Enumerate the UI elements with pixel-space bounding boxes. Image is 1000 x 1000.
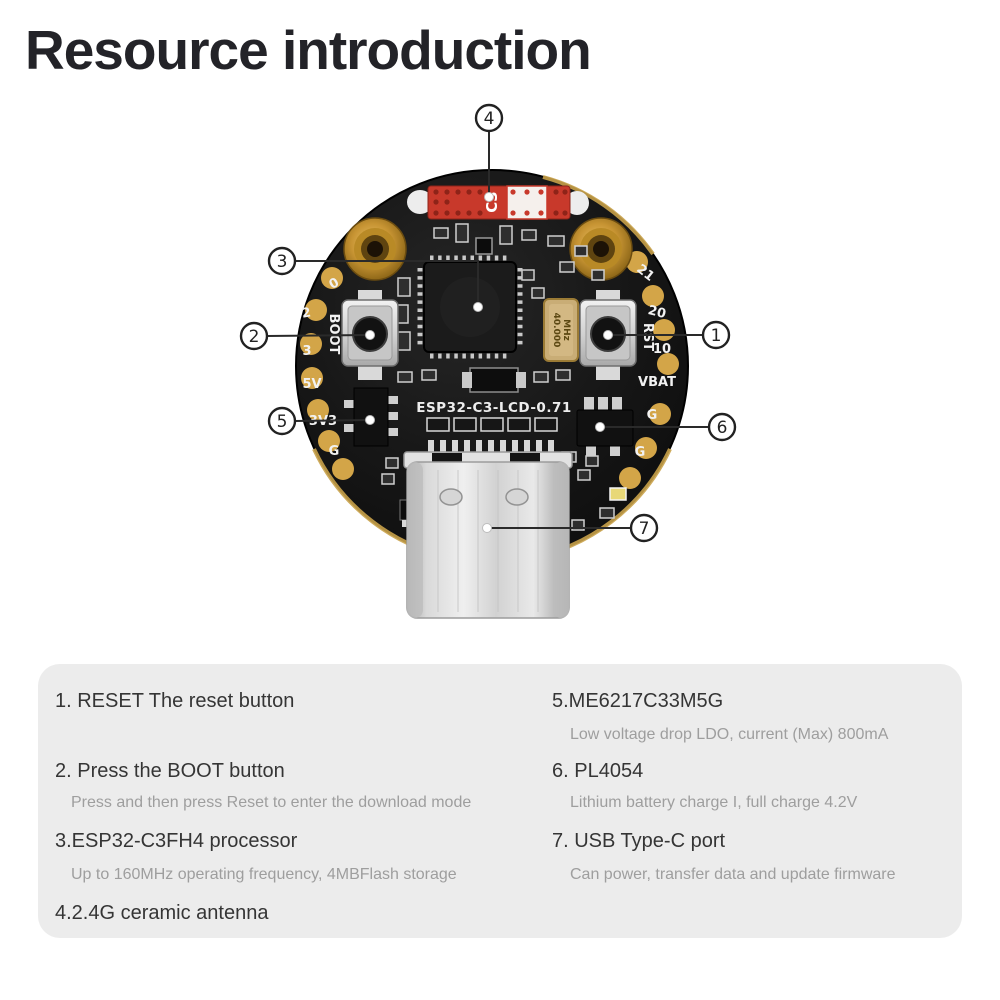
callout-1-circle: [701, 320, 731, 350]
legend-item-4-title: 4.2.4G ceramic antenna: [55, 902, 269, 924]
pin-label-rst: RST: [640, 323, 655, 351]
callout-3-circle: [267, 246, 297, 276]
pin-label-boot: BOOT: [326, 314, 341, 355]
callout-1: 1: [603, 320, 731, 350]
chip-pads: [417, 255, 523, 359]
mounting-hole-right: [569, 217, 633, 281]
silkscreen-text: ESP32-C3-LCD-0.71: [416, 400, 572, 416]
smd-components: [381, 223, 627, 531]
legend-item-5-title: 5.ME6217C33M5G: [552, 690, 724, 712]
callout-5-number: 5: [277, 412, 288, 432]
callout-4-circle: [474, 103, 504, 133]
callout-2: 2: [239, 321, 375, 351]
callout-7-number: 7: [639, 519, 650, 539]
esp32-chip: [417, 255, 523, 359]
callout-2-circle: [239, 321, 269, 351]
usb-connector: [403, 451, 573, 619]
pin-label-10: 10: [653, 342, 671, 357]
pin-label-3: 3: [302, 344, 311, 359]
callout-4-number: 4: [484, 109, 495, 129]
pin-label-g-right1: G: [647, 408, 658, 423]
legend-item-7-title: 7. USB Type-C port: [552, 830, 726, 852]
pin-label-vbat: VBAT: [638, 375, 676, 390]
callout-6-circle: [707, 412, 737, 442]
crystal-oscillator: 40.000 MHz: [543, 298, 579, 362]
callout-6: 6: [595, 412, 737, 442]
callout-5-circle: [267, 406, 297, 436]
legend-panel: 1. RESET The reset button 2. Press the B…: [38, 664, 962, 938]
callout-6-number: 6: [717, 418, 728, 438]
callout-4: 4: [474, 103, 504, 202]
legend-item-1-title: 1. RESET The reset button: [55, 690, 295, 712]
crystal-marking-freq: 40.000: [551, 313, 561, 348]
legend-item-6-title: 6. PL4054: [552, 760, 644, 782]
legend-item-7-desc: Can power, transfer data and update firm…: [570, 866, 896, 883]
crystal-marking-unit: MHz: [561, 319, 571, 341]
legend-item-5-desc: Low voltage drop LDO, current (Max) 800m…: [570, 726, 889, 743]
gold-edge-pads: [300, 251, 679, 489]
legend-item-6-desc: Lithium battery charge I, full charge 4.…: [570, 794, 858, 811]
callout-5: 5: [267, 406, 375, 436]
callout-7: 7: [482, 513, 659, 543]
legend-item-3-desc: Up to 160MHz operating frequency, 4MBFla…: [71, 866, 457, 883]
pin-label-g-right2: G: [635, 445, 646, 460]
callout-2-number: 2: [249, 327, 260, 347]
ceramic-antenna: C3: [407, 185, 589, 220]
mounting-hole-left: [343, 217, 407, 281]
legend-item-3-title: 3.ESP32-C3FH4 processor: [55, 830, 298, 852]
legend-item-2-title: 2. Press the BOOT button: [55, 760, 285, 782]
legend-item-2-desc: Press and then press Reset to enter the …: [71, 794, 472, 811]
callout-3: 3: [267, 246, 483, 312]
page-title: Resource introduction: [25, 19, 592, 81]
callout-7-circle: [629, 513, 659, 543]
callout-1-number: 1: [711, 326, 722, 346]
pin-label-g-left: G: [329, 444, 340, 459]
pin-label-2: 2: [301, 305, 313, 321]
pin-label-20: 20: [646, 303, 667, 322]
callout-3-number: 3: [277, 252, 288, 272]
pin-label-5v: 5V: [302, 377, 321, 392]
